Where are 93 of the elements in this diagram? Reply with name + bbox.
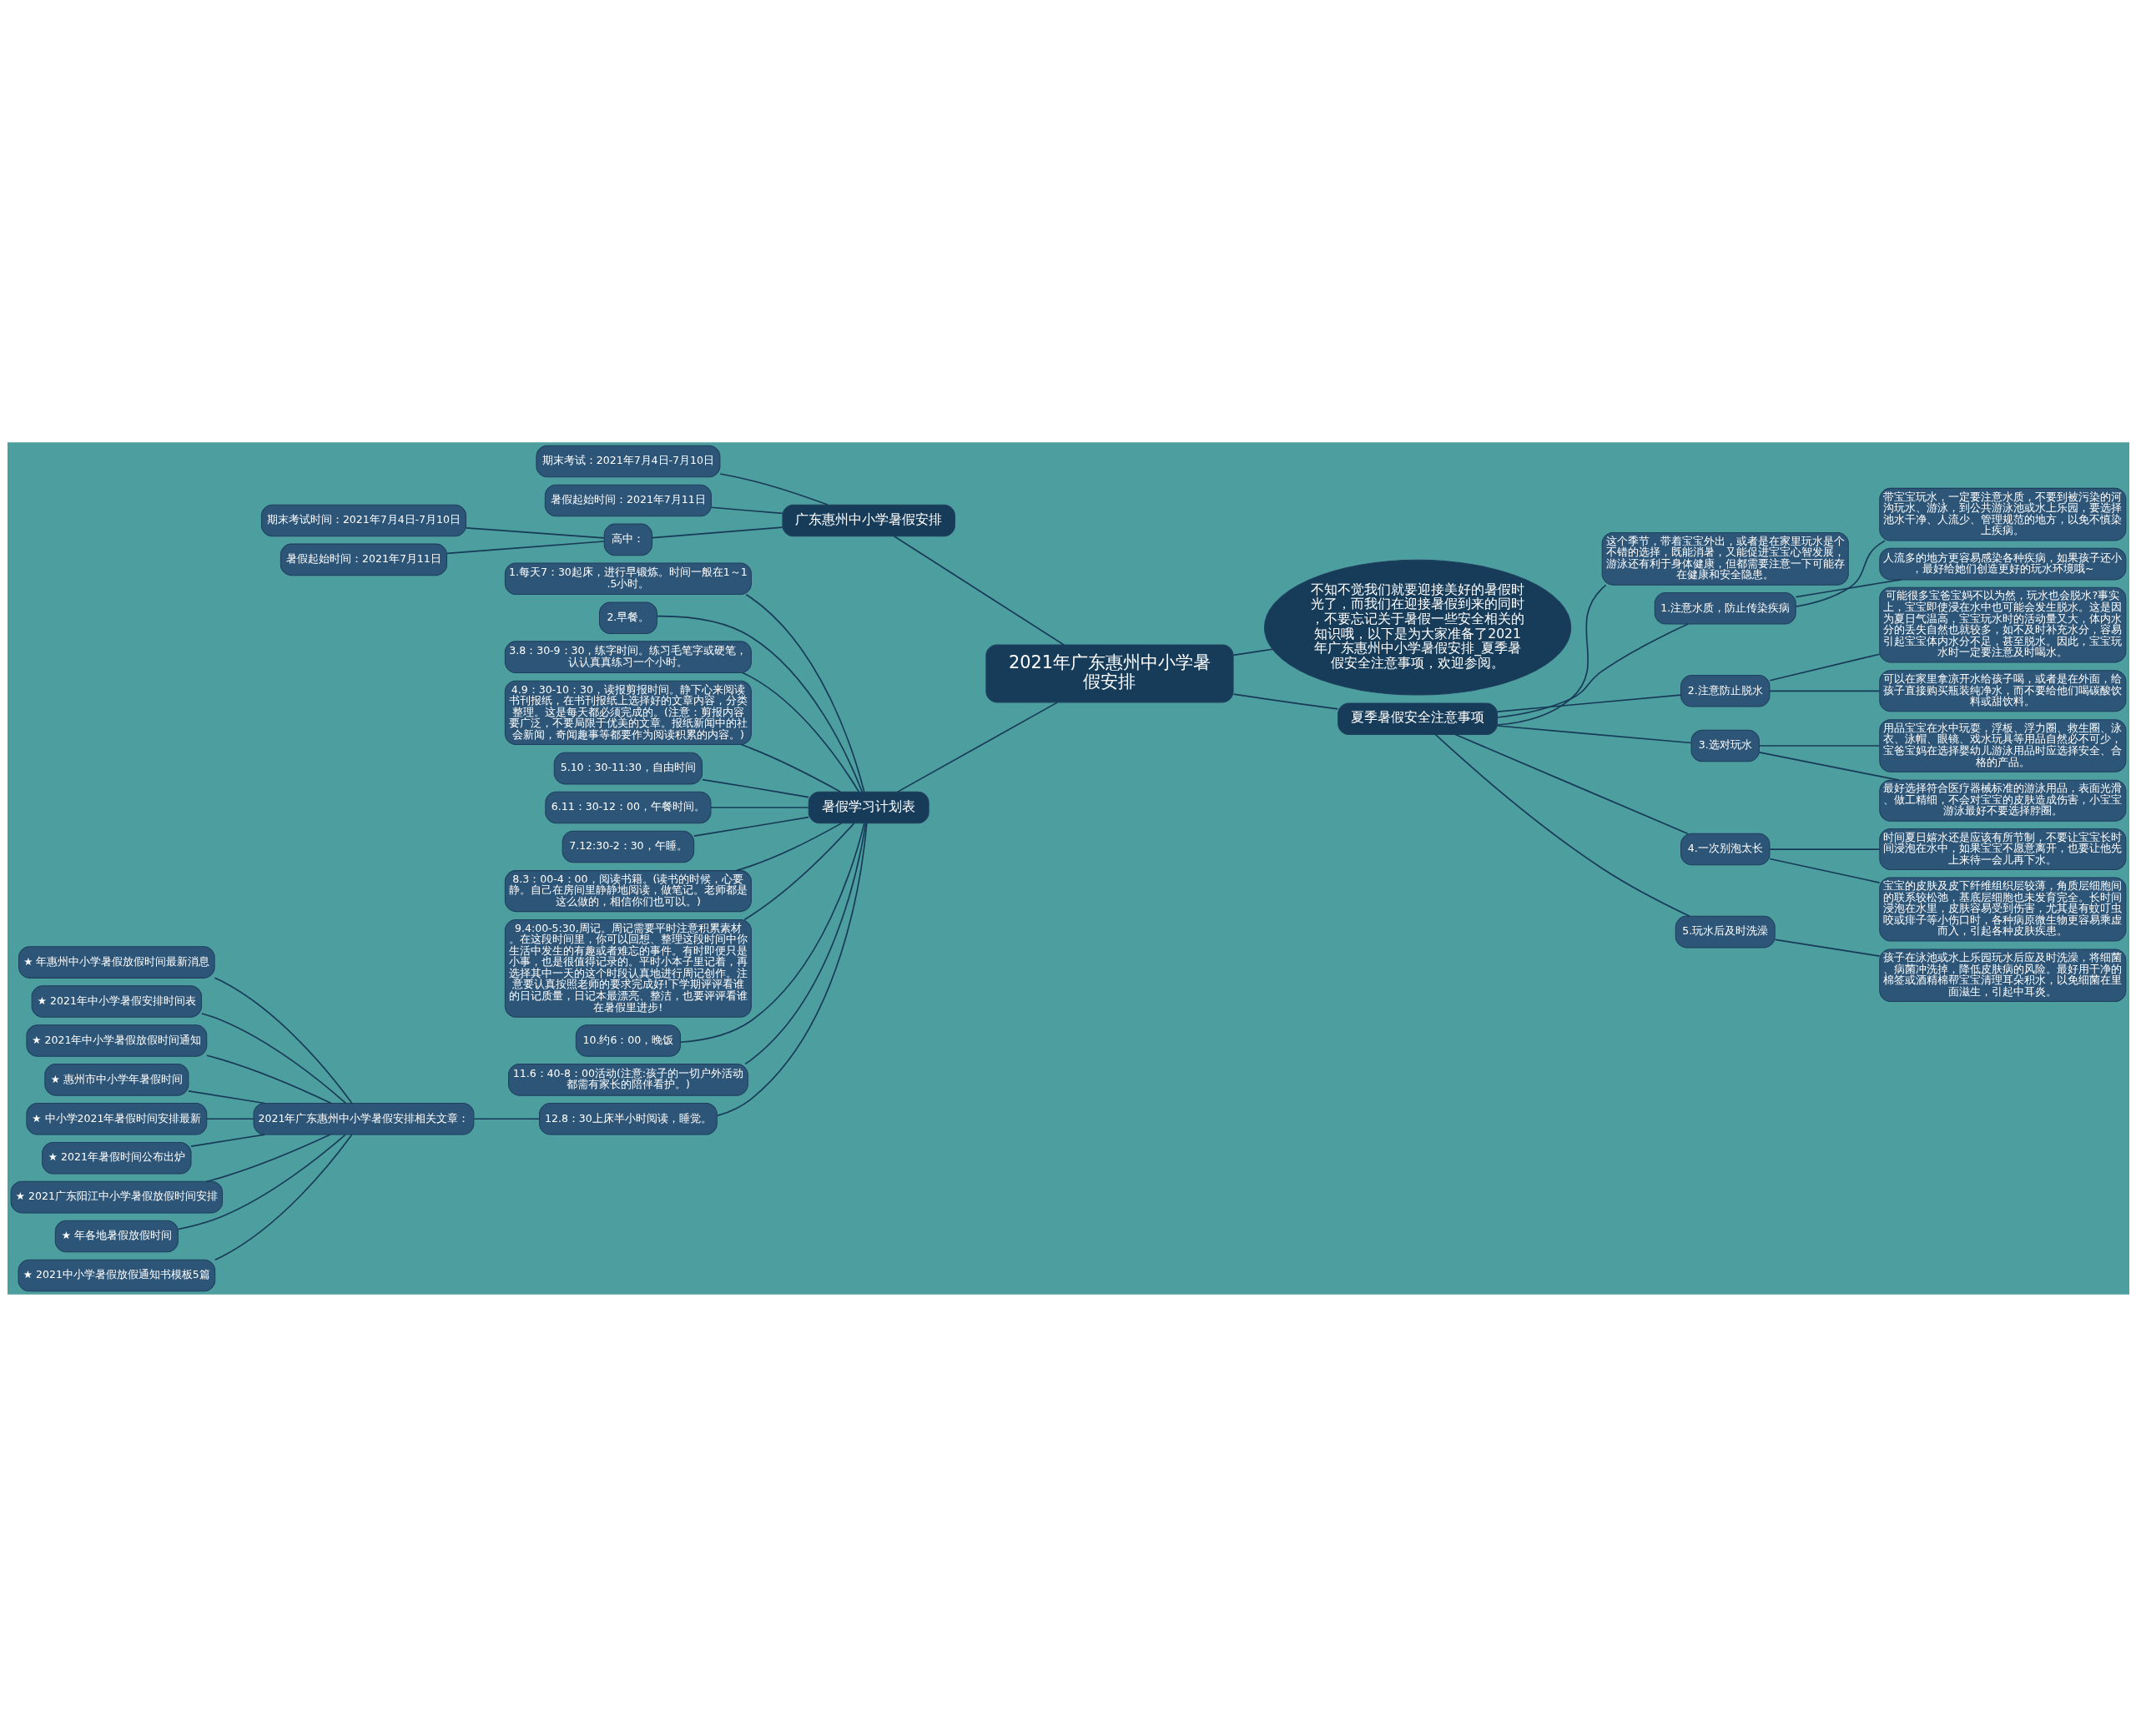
connector: [709, 806, 809, 808]
node-ellipse: 不知不觉我们就要迎接美好的暑假时光了，而我们在迎接暑假到来的同时，不要忘记关于暑假一些安全相关的知识哦，以下是为大家准备了2021年广东惠州中小学暑假安排_夏季暑假安全注意事项，欢迎参阅。: [1263, 559, 1571, 696]
node-box: ★ 2021中小学暑假放假通知书模板5篇: [18, 1259, 215, 1291]
connector: [214, 976, 352, 1104]
connector: [1774, 938, 1881, 957]
node-box: 5.玩水后及时洗澡: [1675, 915, 1776, 948]
connector: [1768, 652, 1880, 682]
connector: [1496, 693, 1681, 712]
connector: [1496, 622, 1689, 718]
connector: [693, 816, 809, 837]
node-box: 暑假起始时间：2021年7月11日: [280, 543, 447, 576]
connector: [710, 506, 783, 514]
connector: [205, 1054, 332, 1104]
node-box: 2.注意防止脱水: [1680, 674, 1770, 707]
connector: [465, 526, 605, 539]
node-box: 4.9：30-10：30，读报剪报时间。静下心来阅读书刊报纸，在书刊报纸上选择好的文章内容，分类整理。这是每天都必须完成的。(注意：剪报内容要广泛，不要局限于优美的文章。报纸新闻中的社会新闻，奇闻趣事等都要作为阅读积累的内容。): [504, 680, 752, 745]
node-box: 3.选对玩水: [1690, 729, 1760, 762]
node-box: 4.一次别泡太长: [1680, 833, 1770, 865]
node-box: 广东惠州中小学暑假安排: [781, 504, 955, 536]
connector: [896, 701, 1058, 793]
node-box: 宝宝的皮肤及皮下纤维组织层较薄，角质层细胞间的联系较松弛，基底层细胞也未发育完全。长时间浸泡在水里，皮肤容易受到伤害，尤其是有蚊叮虫咬或痱子等小伤口时，各种病原微生物更容易乘虚而入，引起各种皮肤疾患。: [1878, 876, 2126, 942]
node-box: ★ 惠州市中小学年暑假时间: [43, 1063, 189, 1096]
node-box: ★ 2021年中小学暑假放假时间通知: [25, 1024, 207, 1057]
node-box: 人流多的地方更容易感染各种疾病，如果孩子还小，最好给她们创造更好的玩水环境哦~: [1878, 547, 2126, 580]
connector: [1496, 724, 1692, 743]
connector: [1454, 733, 1688, 834]
node-box: 可能很多宝爸宝妈不以为然，玩水也会脱水?事实上，宝宝即使浸在水中也可能会发生脱水。这是因为夏日气温高，宝宝玩水时的活动量又大，体内水分的丢失自然也就较多，如不及时补充水分，容易引起宝宝体内水分不足，甚至脱水。因此，宝宝玩水时一定要注意及时喝水。: [1878, 586, 2126, 662]
connector: [1768, 858, 1880, 883]
connector: [187, 1089, 265, 1104]
connector: [214, 1133, 352, 1260]
node-box: 3.8：30-9：30，练字时间。练习毛笔字或硬笔，认认真真练习一个小时。: [504, 640, 752, 673]
node-box: 8.3：00-4：00，阅读书籍。(读书的时候，心要静。自己在房间里静静地阅读，做笔记。老师都是这么做的，相信你们也可以。): [504, 869, 752, 912]
connector: [740, 743, 841, 793]
node-box: ★ 2021广东阳江中小学暑假放假时间安排: [10, 1180, 223, 1213]
node-box: 2021年广东惠州中小学暑假安排: [985, 644, 1233, 702]
node-box: 孩子在泳池或水上乐园玩水后应及时洗澡，将细菌、病菌冲洗掉，降低皮肤病的风险。最好用干净的棉签或酒精棉帮宝宝清理耳朵积水，以免细菌在里面滋生，引起中耳炎。: [1878, 948, 2126, 1002]
node-box: 用品宝宝在水中玩耍，浮板、浮力圈、救生圈、泳衣、泳帽、眼镜、戏水玩具等用品自然必不可少，宝爸宝妈在选择婴幼儿游泳用品时应选择安全、合格的产品。: [1878, 718, 2126, 772]
node-box: ★ 2021年中小学暑假安排时间表: [31, 984, 202, 1018]
node-box: 1.注意水质，防止传染疾病: [1654, 591, 1796, 625]
connector: [472, 1117, 540, 1120]
node-box: 暑假起始时间：2021年7月11日: [544, 484, 712, 516]
node-box: 7.12:30-2：30，午睡。: [562, 830, 694, 863]
node-box: 期末考试时间：2021年7月4日-7月10日: [260, 504, 466, 536]
connector: [1794, 539, 1886, 607]
connector: [205, 1133, 331, 1182]
connector: [741, 672, 859, 793]
connector: [1768, 848, 1880, 850]
node-box: ★ 年各地暑假放假时间: [54, 1220, 179, 1252]
node-box: ★ 年惠州中小学暑假放假时间最新消息: [18, 945, 215, 979]
connector: [1795, 578, 1902, 597]
connector: [446, 540, 605, 554]
node-box: 最好选择符合医疗器械标准的游泳用品，表面光滑、做工精细，不会对宝宝的皮肤造成伤害，小宝宝游泳最好不要选择脖圈。: [1878, 779, 2126, 822]
node-box: ★ 2021年暑假时间公布出炉: [41, 1141, 191, 1174]
node-box: 12.8：30上床半小时阅读，睡觉。: [538, 1102, 718, 1135]
connector: [656, 615, 863, 793]
connector: [1758, 744, 1880, 747]
node-box: 2.早餐。: [598, 601, 657, 634]
connector: [205, 1117, 254, 1120]
node-box: 1.每天7：30起床，进行早锻炼。时间一般在1～1.5小时。: [504, 562, 752, 595]
connector: [743, 822, 866, 1064]
node-box: 可以在家里拿凉开水给孩子喝，或者是在外面，给孩子直接购买瓶装纯净水，而不要给他们喝碳酸饮料或甜饮料。: [1878, 669, 2126, 712]
connector: [177, 1134, 346, 1230]
node-box: 暑假学习计划表: [808, 791, 929, 823]
connector: [1232, 647, 1273, 656]
node-box: 2021年广东惠州中小学暑假安排相关文章：: [253, 1102, 474, 1135]
node-box: 带宝宝玩水，一定要注意水质，不要到被污染的河沟玩水、游泳，到公共游泳池或水上乐园，要选择池水干净、人流少、管理规范的地方，以免不慎染上疾病。: [1878, 487, 2126, 541]
connector: [893, 535, 1065, 646]
node-box: 期末考试：2021年7月4日-7月10日: [535, 445, 720, 477]
connector: [189, 1133, 265, 1147]
connector: [651, 526, 783, 538]
node-box: 6.11：30-12：00，午餐时间。: [544, 791, 711, 823]
node-box: 11.6：40-8：00活动(注意:孩子的一切户外活动都需有家长的陪伴看护。): [507, 1063, 748, 1096]
node-box: 5.10：30-11:30，自由时间: [553, 752, 703, 784]
connector: [1496, 584, 1606, 726]
node-box: 9.4:00-5:30,周记。周记需要平时注意积累素材。在这段时间里，你可以回想、整理这段时间中你生活中发生的有趣或者难忘的事件。有时即便只是小事，也是很值得记录的。平时小本子里记着，再选择其中一天的这个时段认真地进行周记创作。注意要认真按照老师的要求完成好!下学期评评看谁的日记质量，日记本最漂亮、整洁，也要评评看谁在暑假里进步!: [504, 918, 752, 1018]
connector: [701, 778, 809, 798]
node-box: ★ 中小学2021年暑假时间安排最新: [25, 1102, 207, 1135]
node-box: 这个季节，带着宝宝外出，或者是在家里玩水是个不错的选择，既能消暑，又能促进宝宝心智发展，游泳还有利于身体健康，但都需要注意一下可能存在健康和安全隐患。: [1601, 531, 1849, 586]
connector: [743, 822, 854, 920]
connector: [1768, 689, 1880, 692]
connector: [1433, 733, 1690, 917]
node-box: 夏季暑假安全注意事项: [1337, 702, 1498, 735]
node-box: 时间夏日嬉水还是应该有所节制，不要让宝宝长时间浸泡在水中，如果宝宝不愿意离开，也要让他先上来待一会儿再下水。: [1878, 828, 2126, 870]
connector: [744, 593, 864, 793]
connector: [679, 822, 865, 1043]
connector: [735, 822, 842, 871]
connector: [1758, 751, 1900, 781]
connector: [716, 822, 868, 1116]
node-box: 10.约6：00，晚饭: [575, 1024, 681, 1057]
node-box: 高中：: [603, 523, 652, 556]
connector: [718, 472, 829, 506]
connector: [1232, 692, 1338, 710]
connector: [200, 1012, 346, 1104]
